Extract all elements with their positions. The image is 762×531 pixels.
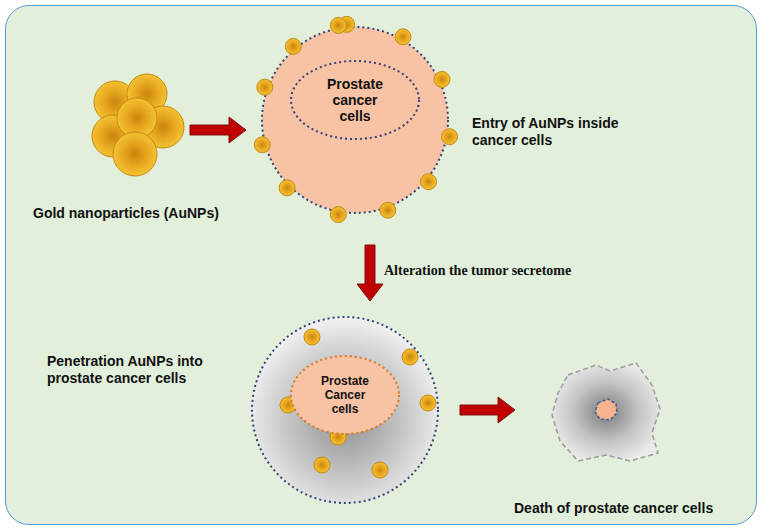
gold-nanoparticle [380, 202, 396, 218]
gold-nanoparticle [113, 132, 157, 176]
edge-label: Alteration the tumor secretome [384, 263, 571, 279]
gold-nanoparticle [257, 79, 273, 95]
gold-nanoparticle [372, 462, 388, 478]
cell-nucleus: Prostate cancer cells [290, 60, 420, 140]
nanoparticle-cluster: Gold nanoparticles (AuNPs) [85, 72, 185, 172]
block-arrow [190, 117, 246, 143]
node-label: Prostate cancer cells [320, 76, 390, 124]
treated-cell: Penetration AuNPs into prostate cancer c… [250, 315, 440, 505]
nucleus-outline [291, 61, 419, 139]
text-holder: Prostate cancer cells [290, 60, 420, 140]
block-arrow [460, 397, 515, 423]
block-arrow [357, 245, 383, 301]
node-outline [548, 357, 663, 465]
gold-nanoparticle [304, 329, 320, 345]
gold-nanoparticle [285, 38, 301, 54]
dead-cell: Death of prostate cancer cells [548, 357, 663, 465]
gold-nanoparticle [395, 29, 411, 45]
text-holder: Prostate Cancer cells [290, 355, 400, 435]
node-label: Death of prostate cancer cells [514, 500, 762, 517]
gold-nanoparticle [442, 129, 458, 145]
node-label: Entry of AuNPs inside cancer cells [472, 115, 622, 149]
node-label: Penetration AuNPs into prostate cancer c… [47, 353, 247, 387]
gold-nanoparticle [421, 174, 437, 190]
gold-nanoparticle [314, 457, 330, 473]
gold-nanoparticle [254, 137, 270, 153]
gold-nanoparticle [420, 395, 436, 411]
nucleus-remnant [595, 399, 617, 420]
gold-nanoparticle [279, 180, 295, 196]
node-label: Gold nanoparticles (AuNPs) [33, 205, 243, 222]
node-label: Prostate Cancer cells [314, 374, 376, 416]
cell-membrane [252, 317, 438, 503]
cancer-cell: Entry of AuNPs inside cancer cellsProsta… [260, 25, 450, 215]
gold-nanoparticle [402, 349, 418, 365]
gold-nanoparticle [330, 17, 346, 33]
gold-nanoparticle [330, 207, 346, 223]
gold-nanoparticle [434, 71, 450, 87]
dead-cell-outline [552, 363, 660, 461]
nucleus-outline [291, 356, 399, 434]
cell-nucleus: Prostate Cancer cells [290, 355, 400, 435]
node-outline [85, 72, 185, 172]
cell-membrane [262, 27, 448, 213]
